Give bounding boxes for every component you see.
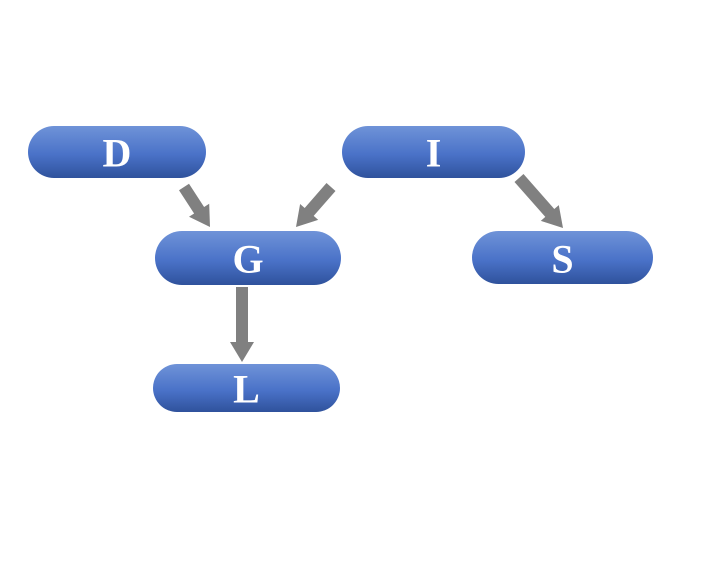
edge-i-to-s — [514, 174, 563, 228]
node-i[interactable]: I — [342, 126, 525, 178]
node-d[interactable]: D — [28, 126, 206, 178]
node-i-shape — [342, 126, 525, 178]
node-l-shape — [153, 364, 340, 412]
node-l[interactable]: L — [153, 364, 340, 412]
edges-layer — [179, 174, 563, 362]
nodes-layer: D I G S L — [28, 126, 653, 412]
node-l-label: L — [233, 367, 260, 412]
node-s-shape — [472, 231, 653, 284]
node-s[interactable]: S — [472, 231, 653, 284]
node-g-shape — [155, 231, 341, 285]
edge-d-to-g — [179, 183, 210, 227]
edge-g-to-l — [230, 287, 254, 362]
node-d-shape — [28, 126, 206, 178]
node-i-label: I — [426, 131, 442, 176]
node-s-label: S — [551, 237, 573, 282]
node-g[interactable]: G — [155, 231, 341, 285]
edge-i-to-g — [296, 183, 336, 227]
node-d-label: D — [103, 131, 132, 176]
node-g-label: G — [232, 237, 263, 282]
